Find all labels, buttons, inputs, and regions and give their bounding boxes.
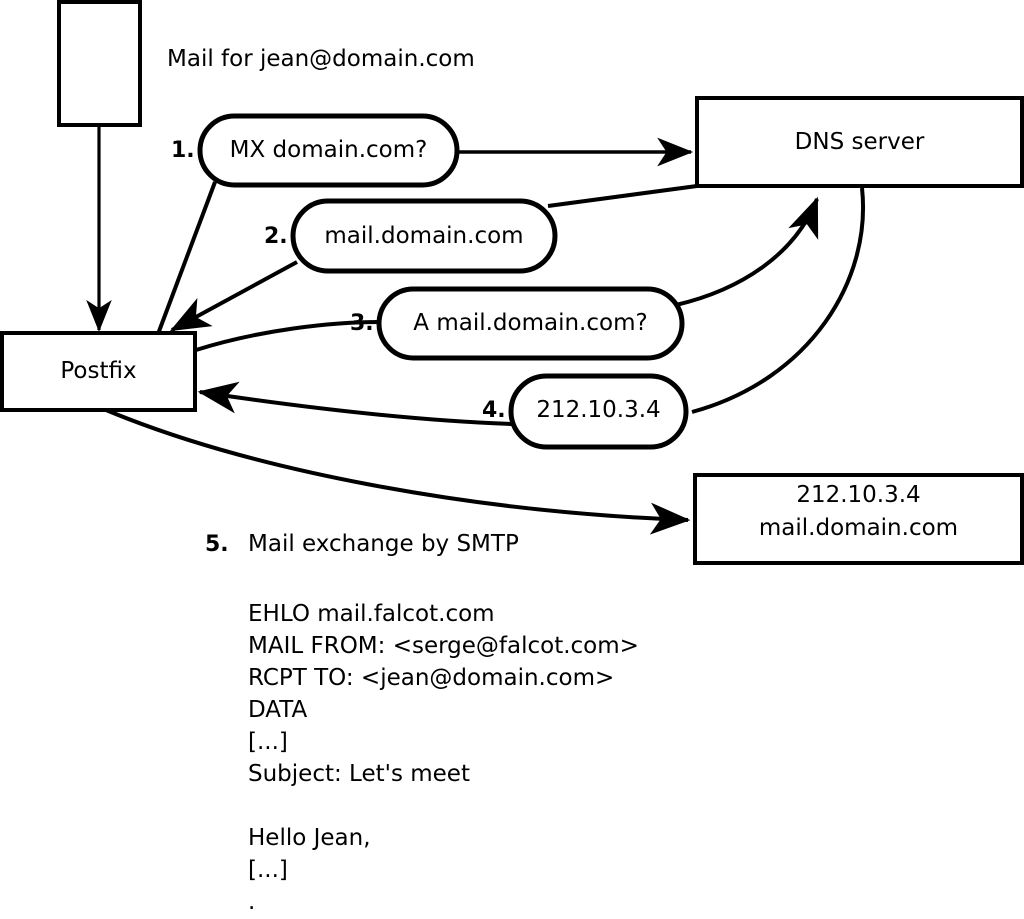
edge-dns-to-step4 — [691, 187, 865, 414]
edge-step4-to-postfix — [197, 381, 513, 426]
edge-step3-to-dns — [675, 196, 819, 307]
mail-for-label: Mail for jean@domain.com — [167, 46, 475, 72]
mail-server-box — [693, 473, 1024, 565]
edge-postfix-to-step3 — [195, 320, 381, 352]
step2-bubble — [290, 198, 558, 274]
step1-number: 1. — [171, 138, 195, 163]
edge-step2-to-postfix — [169, 260, 298, 332]
step5-label: Mail exchange by SMTP — [248, 531, 519, 557]
step2-bubble-label: mail.domain.com — [324, 223, 524, 249]
step4-number: 4. — [482, 398, 506, 423]
step5-number: 5. — [205, 532, 229, 557]
smtp-transcript: EHLO mail.falcot.com MAIL FROM: <serge@f… — [248, 601, 639, 915]
step1-bubble — [197, 113, 460, 188]
postfix-box — [0, 331, 197, 412]
dns-server-box — [695, 96, 1024, 188]
step3-number: 3. — [350, 311, 374, 336]
step4-bubble — [508, 373, 689, 450]
edge-postfix-to-mailserver — [105, 408, 691, 535]
step4-bubble-label: 212.10.3.4 — [536, 397, 661, 423]
client-box — [57, 0, 142, 127]
step2-number: 2. — [264, 224, 288, 249]
step3-bubble — [376, 286, 685, 361]
edge-postfix-to-step1 — [156, 181, 217, 335]
edge-dns-to-step2 — [547, 184, 698, 208]
step3-bubble-label: A mail.domain.com? — [413, 310, 648, 336]
step1-bubble-label: MX domain.com? — [229, 137, 428, 163]
